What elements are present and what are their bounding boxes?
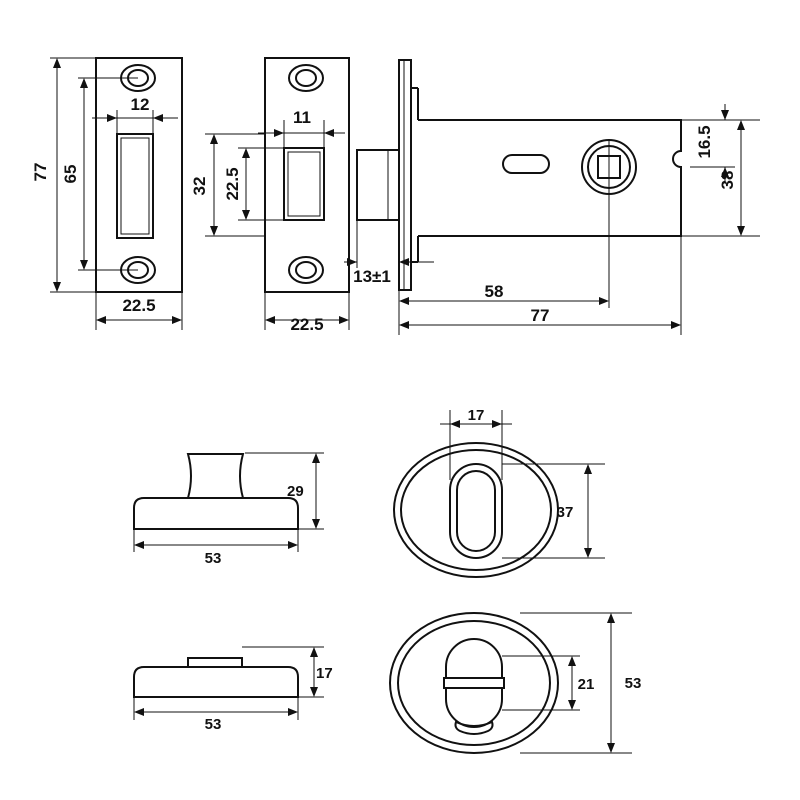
dim-release-width: 53 <box>133 697 299 733</box>
label-case-height: 38 <box>718 171 737 190</box>
dim-strike-width: 22.5 <box>95 292 183 330</box>
label-strike-width: 22.5 <box>122 296 155 315</box>
dim-spindle-offset: 16.5 <box>681 104 760 182</box>
label-release-diameter: 53 <box>625 675 642 692</box>
label-spindle-offset: 16.5 <box>695 125 714 158</box>
knob-handle <box>186 453 245 499</box>
forend-hole-bottom <box>288 256 324 284</box>
forend-plate <box>264 57 350 293</box>
knob-side-view <box>133 453 299 530</box>
dim-release-slot-height: 21 <box>502 655 595 711</box>
dim-release-height: 17 <box>242 646 333 698</box>
label-forend-slot-width: 11 <box>293 108 311 127</box>
release-rose-inner <box>397 620 551 746</box>
release-stub <box>187 657 243 668</box>
forend-hole-top <box>288 64 324 92</box>
label-knob-slot-height: 37 <box>557 504 574 521</box>
dim-release-diameter: 53 <box>520 612 642 754</box>
dim-knob-slot-width: 17 <box>440 407 512 480</box>
dim-bolt-projection: 13±1 <box>344 220 434 286</box>
label-screw-spacing: 65 <box>61 165 80 184</box>
label-strike-height: 77 <box>31 163 50 182</box>
case-slot <box>502 154 550 174</box>
dim-forend-width: 22.5 <box>264 292 350 334</box>
release-front-view <box>389 612 559 754</box>
label-release-slot-height: 21 <box>578 676 595 693</box>
label-release-width: 53 <box>205 716 222 733</box>
dim-forend-height: 32 <box>190 133 265 237</box>
latch-body <box>356 59 682 291</box>
release-rose-outer <box>389 612 559 754</box>
label-forend-slot-height: 22.5 <box>223 167 242 200</box>
release-side-view <box>133 657 299 698</box>
release-turn-slot <box>443 677 505 689</box>
dim-total-length: 77 <box>399 236 682 335</box>
label-strike-slot-width: 12 <box>131 95 150 114</box>
latch-faceplate <box>398 59 412 291</box>
dim-backset: 58 <box>398 140 610 335</box>
label-knob-height: 29 <box>287 483 304 500</box>
knob-slot-inner <box>456 470 496 552</box>
label-backset: 58 <box>485 282 504 301</box>
knob-slot-outer <box>449 463 503 559</box>
label-release-height: 17 <box>316 665 333 682</box>
label-forend-width: 22.5 <box>290 315 323 334</box>
dim-strike-slot-width: 12 <box>92 95 178 134</box>
latch-bolt <box>356 149 400 221</box>
dim-knob-height: 29 <box>245 452 324 530</box>
latch-case <box>418 119 682 237</box>
label-total-length: 77 <box>531 306 550 325</box>
label-knob-width: 53 <box>205 550 222 567</box>
dim-screw-spacing: 65 <box>61 77 138 271</box>
dim-forend-slot-height: 22.5 <box>223 147 284 221</box>
label-bolt-projection: 13±1 <box>353 267 391 286</box>
release-indicator <box>454 720 494 735</box>
label-knob-slot-width: 17 <box>468 407 485 424</box>
dim-knob-slot-height: 37 <box>502 463 605 559</box>
knob-rose-inner <box>400 449 552 571</box>
dim-forend-slot-width: 11 <box>258 108 345 148</box>
dim-strike-height: 77 <box>31 57 96 293</box>
release-turn <box>445 638 503 728</box>
strike-plate <box>95 57 183 293</box>
dim-case-height: 38 <box>681 120 760 237</box>
knob-rose-outer <box>393 442 559 578</box>
knob-front-view <box>393 442 559 578</box>
knob-base <box>133 497 299 530</box>
release-base <box>133 666 299 698</box>
label-forend-height: 32 <box>190 177 209 196</box>
dim-knob-width: 53 <box>133 529 299 567</box>
